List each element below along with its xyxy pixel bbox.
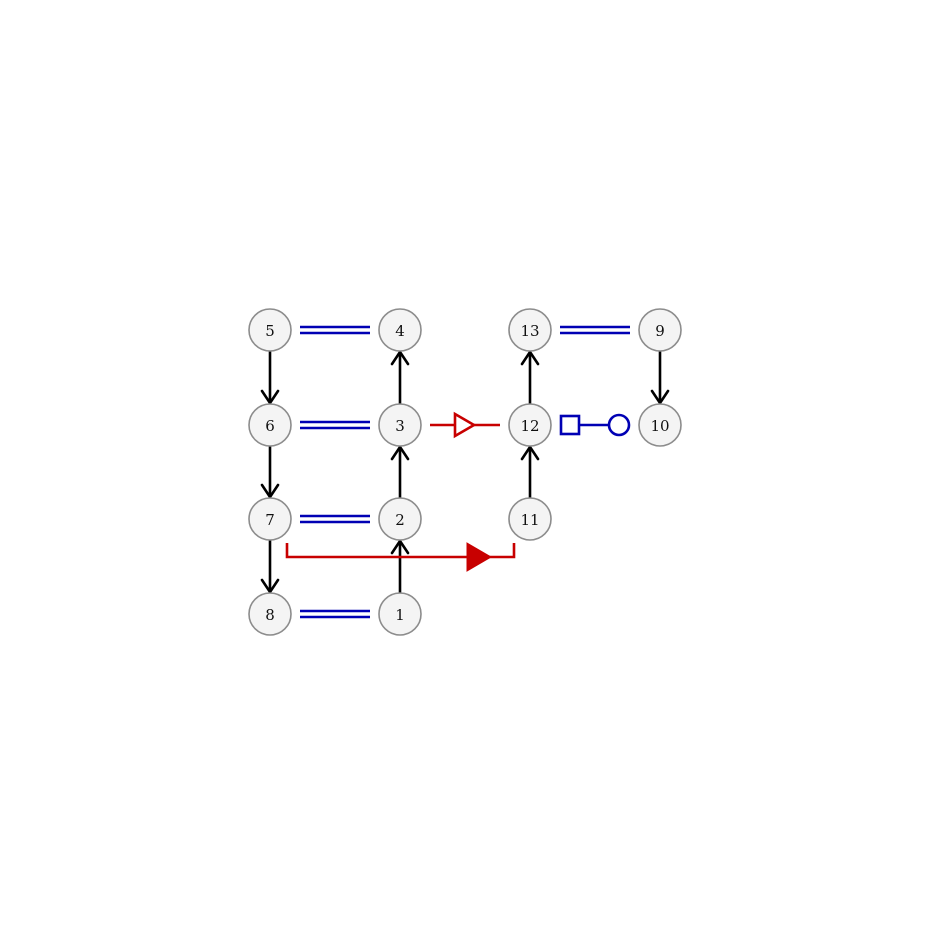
node-8: 8 bbox=[248, 592, 292, 636]
node-7: 7 bbox=[248, 497, 292, 541]
node-4: 4 bbox=[378, 308, 422, 352]
node-3: 3 bbox=[378, 403, 422, 447]
node-circle bbox=[508, 308, 552, 352]
node-circle bbox=[378, 403, 422, 447]
arrowhead-icon bbox=[260, 389, 280, 405]
double-edge-6-3 bbox=[300, 420, 370, 430]
directed-edge-5-6 bbox=[260, 351, 280, 405]
node-13: 13 bbox=[508, 308, 552, 352]
arrowhead-icon bbox=[520, 445, 540, 461]
node-circle bbox=[378, 497, 422, 541]
node-circle bbox=[638, 308, 682, 352]
node-2: 2 bbox=[378, 497, 422, 541]
special-edge-3-12 bbox=[430, 411, 500, 439]
directed-edge-9-10 bbox=[650, 351, 670, 405]
node-label: 8 bbox=[265, 606, 275, 624]
node-10: 10 bbox=[638, 403, 682, 447]
node-circle bbox=[248, 497, 292, 541]
node-11: 11 bbox=[508, 497, 552, 541]
node-circle bbox=[508, 497, 552, 541]
node-label: 10 bbox=[650, 417, 669, 435]
directed-edge-2-3 bbox=[390, 445, 410, 498]
node-label: 6 bbox=[265, 417, 275, 435]
directed-edge-11-12 bbox=[520, 445, 540, 498]
node-5: 5 bbox=[248, 308, 292, 352]
arrowhead-icon bbox=[390, 445, 410, 461]
open-triangle-icon bbox=[453, 411, 477, 439]
node-circle bbox=[248, 592, 292, 636]
arrowhead-icon bbox=[260, 483, 280, 499]
special-edge-7-11 bbox=[285, 542, 516, 572]
directed-edge-3-4 bbox=[390, 350, 410, 404]
node-circle bbox=[248, 403, 292, 447]
double-edge-7-2 bbox=[300, 514, 370, 524]
node-9: 9 bbox=[638, 308, 682, 352]
bracket-line bbox=[285, 543, 516, 559]
node-circle bbox=[248, 308, 292, 352]
node-label: 5 bbox=[265, 322, 275, 340]
directed-edge-1-2 bbox=[390, 539, 410, 593]
node-label: 7 bbox=[265, 511, 275, 529]
filled-triangle-icon bbox=[466, 542, 492, 572]
arrowhead-icon bbox=[390, 350, 410, 366]
node-circle bbox=[638, 403, 682, 447]
double-edge-8-1 bbox=[300, 609, 370, 619]
edges-layer bbox=[260, 325, 670, 619]
arrowhead-icon bbox=[520, 350, 540, 366]
node-label: 4 bbox=[395, 322, 405, 340]
circle-icon bbox=[607, 413, 631, 437]
directed-edge-7-8 bbox=[260, 540, 280, 594]
node-label: 2 bbox=[395, 511, 405, 529]
special-edge-12-10 bbox=[559, 413, 631, 437]
double-edge-13-9 bbox=[560, 325, 630, 335]
node-circle bbox=[508, 403, 552, 447]
node-label: 13 bbox=[520, 322, 539, 340]
node-12: 12 bbox=[508, 403, 552, 447]
arrowhead-icon bbox=[260, 578, 280, 594]
node-1: 1 bbox=[378, 592, 422, 636]
square-icon bbox=[559, 414, 581, 436]
node-circle bbox=[378, 592, 422, 636]
node-label: 11 bbox=[520, 511, 539, 529]
arrowhead-icon bbox=[390, 539, 410, 555]
node-circle bbox=[378, 308, 422, 352]
node-label: 1 bbox=[395, 606, 405, 624]
node-label: 9 bbox=[655, 322, 665, 340]
node-label: 3 bbox=[395, 417, 405, 435]
directed-edge-12-13 bbox=[520, 350, 540, 404]
node-label: 12 bbox=[520, 417, 539, 435]
arrowhead-icon bbox=[650, 389, 670, 405]
node-6: 6 bbox=[248, 403, 292, 447]
double-edge-5-4 bbox=[300, 325, 370, 335]
directed-edge-6-7 bbox=[260, 446, 280, 499]
